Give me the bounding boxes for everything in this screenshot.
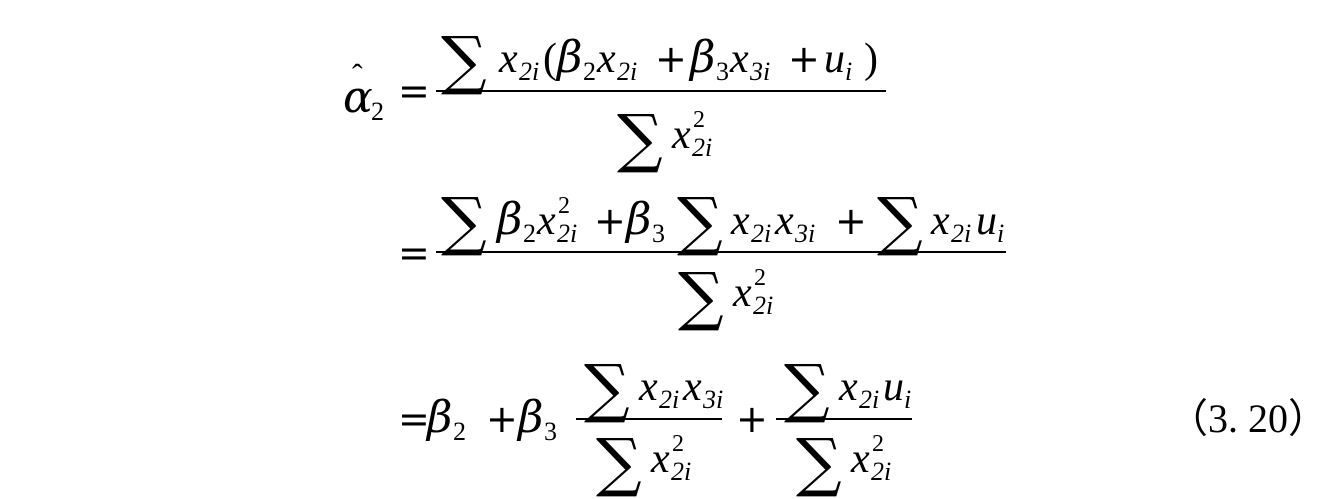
line-3-lead: = β 2 + β 3	[398, 392, 557, 446]
subscript-2i: 2i	[951, 219, 971, 248]
beta-symbol: β	[495, 194, 522, 245]
alpha-subscript: 2	[371, 97, 384, 126]
denominator-3b: ∑ x 2 2i	[796, 426, 891, 499]
subscript-3: 3	[544, 417, 557, 446]
superscript-2: 2	[672, 431, 684, 457]
beta-symbol: β	[688, 32, 715, 83]
superscript-2: 2	[558, 193, 570, 219]
hat-accent: ˆ	[352, 57, 363, 93]
subscript-3i: 3i	[702, 385, 723, 414]
beta-symbol: β	[425, 392, 452, 443]
fraction-bar-2	[436, 251, 1006, 253]
u-var: u	[976, 198, 997, 244]
x-var: x	[650, 436, 670, 482]
x-var: x	[729, 36, 749, 82]
equals-sign-1: =	[398, 69, 430, 113]
subscript-2: 2	[583, 57, 596, 86]
superscript-2: 2	[872, 431, 884, 457]
subscript-2i: 2i	[671, 457, 691, 486]
plus-sign: +	[788, 37, 820, 81]
alpha-symbol: α	[343, 72, 373, 123]
beta-symbol: β	[516, 392, 543, 443]
subscript-i: i	[904, 385, 911, 414]
subscript-3: 3	[652, 219, 665, 248]
sum-sign: ∑	[617, 102, 663, 176]
equation-number: （3. 20）	[1168, 396, 1328, 441]
sum-sign: ∑	[596, 426, 642, 499]
sum-sign: ∑	[441, 24, 487, 98]
subscript-2i: 2i	[617, 57, 637, 86]
fraction-bar-3b	[776, 418, 912, 420]
subscript-2i: 2i	[557, 219, 577, 248]
fraction-bar-1	[436, 90, 886, 92]
plus-sign: +	[655, 37, 687, 81]
close-paren: )	[864, 36, 878, 82]
subscript-2i: 2i	[692, 133, 712, 162]
x-var: x	[930, 198, 950, 244]
subscript-2: 2	[523, 219, 536, 248]
x-var: x	[682, 364, 702, 410]
sum-sign: ∑	[678, 260, 724, 334]
x-var: x	[596, 36, 616, 82]
equals-sign-2: =	[398, 231, 430, 275]
x-var: x	[838, 364, 858, 410]
numerator-1: ∑ x 2i ( β 2 x 2i + β 3 x 3i + u i )	[441, 24, 878, 98]
equals-sign-3: =	[398, 397, 430, 441]
x-var: x	[498, 36, 518, 82]
alpha-hat-2: ˆ α 2	[343, 57, 384, 126]
x-var: x	[732, 270, 752, 316]
superscript-2: 2	[693, 107, 705, 133]
sum-sign: ∑	[784, 352, 830, 426]
sum-sign: ∑	[441, 185, 487, 259]
denominator-1: ∑ x 2 2i	[617, 102, 712, 176]
subscript-2i: 2i	[519, 57, 539, 86]
sum-sign: ∑	[677, 185, 723, 259]
beta-symbol: β	[624, 194, 651, 245]
subscript-i: i	[997, 219, 1004, 248]
plus-sign: +	[486, 397, 518, 441]
x-var: x	[671, 112, 691, 158]
beta-symbol: β	[555, 32, 582, 83]
subscript-2i: 2i	[659, 385, 679, 414]
superscript-2: 2	[754, 265, 766, 291]
plus-sign: +	[835, 199, 867, 243]
plus-sign: +	[594, 199, 626, 243]
subscript-2: 2	[453, 417, 466, 446]
u-var: u	[824, 36, 845, 82]
subscript-2i: 2i	[871, 457, 891, 486]
sum-sign: ∑	[877, 185, 923, 259]
denominator-3a: ∑ x 2 2i	[596, 426, 691, 499]
x-var: x	[774, 198, 794, 244]
subscript-3i: 3i	[749, 57, 770, 86]
x-var: x	[730, 198, 750, 244]
sum-sign: ∑	[796, 426, 842, 499]
open-paren: (	[543, 36, 557, 82]
u-var: u	[883, 364, 904, 410]
plus-sign: +	[736, 397, 768, 441]
subscript-2i: 2i	[859, 385, 879, 414]
subscript-i: i	[845, 57, 852, 86]
numerator-3a: ∑ x 2i x 3i	[584, 352, 723, 426]
subscript-3: 3	[716, 57, 729, 86]
numerator-2: ∑ β 2 x 2 2i + β 3 ∑ x 2i x 3i + ∑ x 2i …	[441, 185, 1004, 259]
denominator-2: ∑ x 2 2i	[678, 260, 773, 334]
sum-sign: ∑	[584, 352, 630, 426]
numerator-3b: ∑ x 2i u i	[784, 352, 911, 426]
subscript-3i: 3i	[794, 219, 815, 248]
x-var: x	[536, 198, 556, 244]
subscript-2i: 2i	[753, 291, 773, 320]
subscript-2i: 2i	[751, 219, 771, 248]
fraction-bar-3a	[576, 418, 722, 420]
x-var: x	[638, 364, 658, 410]
x-var: x	[850, 436, 870, 482]
